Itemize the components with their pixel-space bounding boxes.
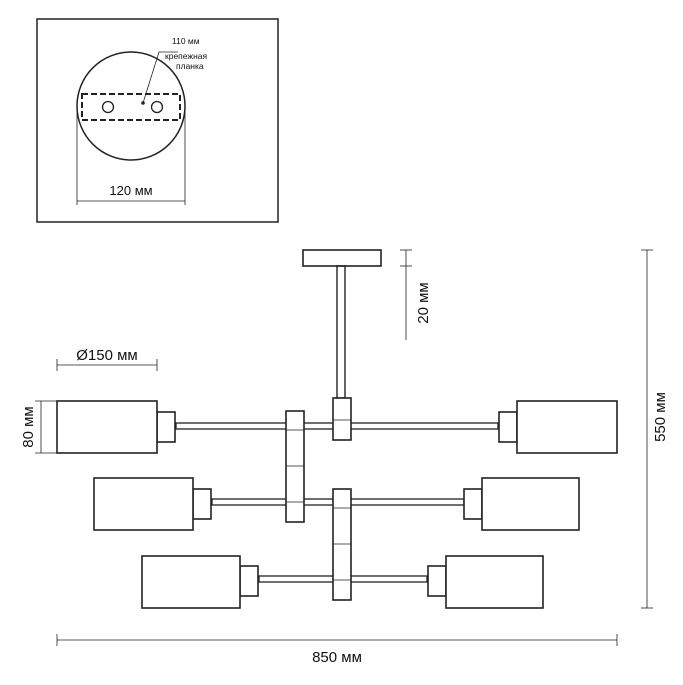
chandelier: [56, 249, 618, 609]
plate-leader-line: [142, 51, 178, 104]
top-right-socket: [498, 411, 518, 443]
mount-hole-right: [150, 100, 164, 114]
connector-right: [332, 488, 352, 601]
bottom-left-shade: [141, 555, 241, 609]
canopy-circle: [76, 51, 186, 161]
mount-hole-left: [101, 100, 115, 114]
dimensions: Ø150 мм 80 мм 20 мм 550 мм 850 мм: [20, 249, 669, 666]
middle-right-socket: [463, 488, 483, 520]
total-height-label: 550 мм: [652, 392, 669, 442]
plate-name-line1: крепежная: [165, 51, 208, 61]
plate-name-line2: планка: [176, 61, 204, 71]
canopy-height-label: 20 мм: [415, 282, 432, 323]
mounting-inset: 110 мм крепежная планка 120 мм: [36, 18, 279, 223]
middle-left-socket: [192, 488, 212, 520]
middle-right-shade: [481, 477, 580, 531]
top-left-socket: [156, 411, 176, 443]
connector-left: [285, 410, 305, 523]
inset-frame: [36, 18, 279, 223]
shade-height-label: 80 мм: [20, 406, 37, 447]
bottom-right-socket: [427, 565, 447, 597]
canopy-diameter-label: 120 мм: [109, 183, 152, 198]
mounting-plate: [81, 93, 181, 121]
stem-rod: [336, 265, 346, 399]
plate-width-label: 110 мм: [172, 36, 200, 46]
middle-left-shade: [93, 477, 194, 531]
total-width-label: 850 мм: [312, 649, 362, 666]
top-right-shade: [516, 400, 618, 454]
ceiling-canopy: [302, 249, 382, 267]
bottom-left-socket: [239, 565, 259, 597]
top-hub: [332, 397, 352, 441]
shade-diameter-label: Ø150 мм: [76, 347, 138, 364]
bottom-right-shade: [445, 555, 544, 609]
top-left-shade: [56, 400, 158, 454]
